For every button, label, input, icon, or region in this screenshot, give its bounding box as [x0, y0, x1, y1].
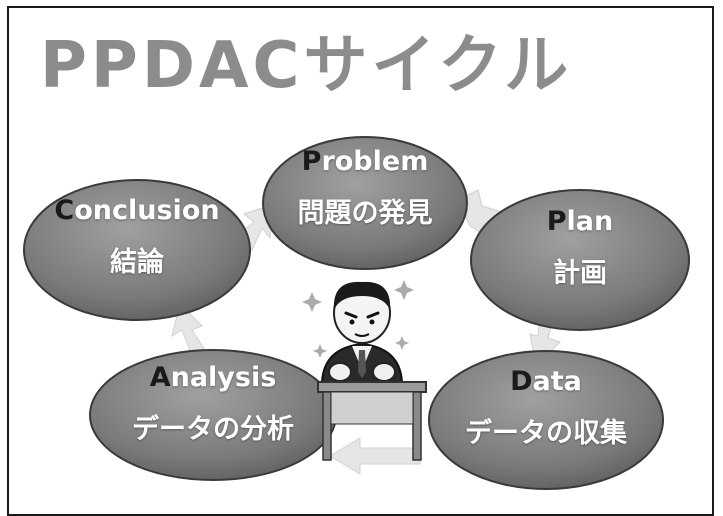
- node-data-title: ata: [532, 366, 582, 397]
- sparkle-icon: [302, 292, 322, 312]
- diagram-title: PPDACサイクル: [40, 29, 573, 103]
- node-problem-label: Problem 問題の発見: [265, 146, 465, 230]
- node-conclusion: [23, 179, 251, 321]
- node-conclusion-initial: C: [54, 195, 75, 226]
- node-plan: [470, 189, 690, 331]
- node-conclusion-japanese: 結論: [110, 247, 164, 278]
- businessman-illustration: [302, 280, 427, 461]
- node-problem-title: roblem: [321, 146, 429, 177]
- node-plan-label: Plan 計画: [480, 206, 680, 290]
- node-data-japanese: データの収集: [465, 418, 627, 449]
- node-data-initial: D: [510, 366, 533, 397]
- node-problem-japanese: 問題の発見: [297, 198, 433, 229]
- node-conclusion-title: onclusion: [74, 195, 220, 226]
- node-plan-title: lan: [566, 206, 614, 237]
- node-plan-japanese: 計画: [553, 258, 607, 289]
- node-analysis-title: nalysis: [170, 362, 277, 393]
- node-conclusion-label: Conclusion 結論: [37, 195, 237, 279]
- node-analysis-japanese: データの分析: [132, 414, 294, 445]
- node-data-label: Data データの収集: [441, 366, 651, 450]
- node-problem-initial: P: [301, 146, 322, 177]
- sparkle-icon: [395, 336, 409, 350]
- sparkle-icon: [313, 344, 327, 358]
- node-data: [428, 350, 664, 490]
- node-analysis-initial: A: [149, 362, 171, 393]
- node-analysis-label: Analysis データの分析: [108, 362, 318, 446]
- node-plan-initial: P: [546, 206, 567, 237]
- node-problem: [262, 136, 468, 270]
- sparkle-icon: [394, 280, 414, 300]
- arrow-data-to-analysis: [329, 437, 421, 475]
